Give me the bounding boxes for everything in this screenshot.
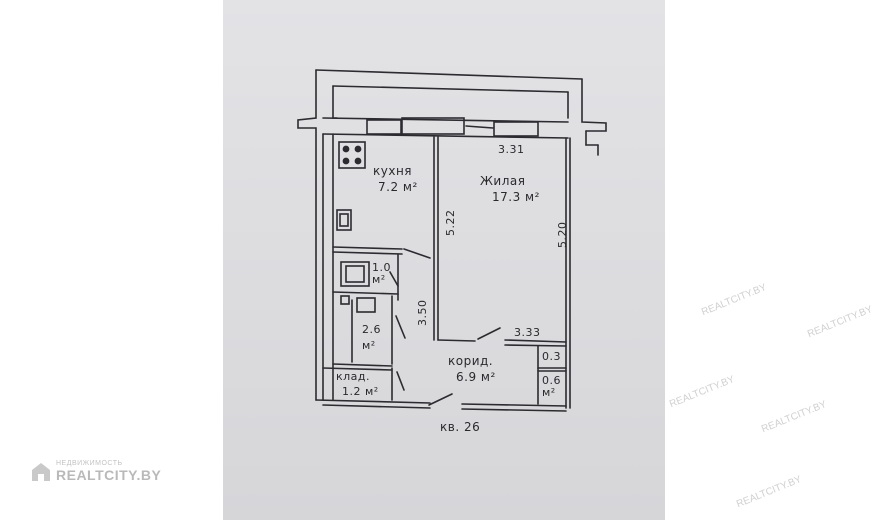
kitchen-sink-bowl: [339, 213, 349, 227]
watermark-brand-main: REALTCITY.BY: [56, 467, 162, 483]
window-wall-line-b: [322, 133, 569, 139]
kitchen-bottom-wall-b: [332, 251, 403, 255]
bottom-wall-right: [461, 403, 567, 407]
kitchen-sink: [336, 209, 352, 231]
wc-bottom-wall: [332, 363, 393, 367]
stove-burner: [354, 145, 362, 153]
living-height-dimension: 5.20: [556, 221, 569, 249]
top-width-dimension: 3.31: [498, 143, 525, 156]
wc-fixture: [356, 297, 376, 313]
bathroom-area-label: 1.0 м²: [372, 261, 391, 286]
entrance-door: [428, 393, 453, 406]
bottom-wall-right-b: [461, 408, 567, 412]
corridor-area-label: 6.9 м²: [456, 370, 496, 384]
storage-door: [396, 371, 405, 391]
kitchen-area-label: 7.2 м²: [378, 180, 418, 194]
corridor-height-dimension: 3.50: [416, 299, 429, 327]
living-bottom-wall: [437, 339, 476, 342]
storage-name-label: клад.: [336, 370, 371, 383]
outer-top-wall-inner: [332, 85, 569, 93]
kitchen-name-label: кухня: [373, 164, 413, 178]
closet-b-area-label: 0.6 м²: [542, 374, 561, 399]
living-bottom-wall-r: [504, 339, 567, 343]
bathtub: [340, 261, 370, 287]
watermark-brand-top: НЕДВИЖИМОСТЬ: [56, 460, 123, 467]
right-outer-wall: [581, 78, 607, 132]
house-icon: [32, 462, 50, 481]
wc-basin: [340, 295, 350, 305]
left-inner-wall: [332, 85, 338, 119]
window-living-a: [401, 117, 465, 135]
window-living-b: [493, 121, 539, 137]
bath-door: [389, 271, 399, 287]
kitchen-stove: [338, 141, 366, 169]
storage-area-label: 1.2 м²: [342, 385, 379, 398]
realtcity-watermark-logo: НЕДВИЖИМОСТЬ REALTCITY.BY: [30, 460, 161, 483]
toilet-area-label: 2.6 м²: [362, 323, 381, 352]
bottom-wall-left-b: [322, 404, 431, 409]
kitchen-door: [403, 248, 431, 259]
corridor-width-dimension: 3.33: [514, 326, 541, 339]
apartment-number-label: кв. 26: [440, 420, 481, 434]
corridor-name-label: корид.: [448, 354, 494, 368]
stove-burner: [354, 157, 362, 165]
outer-top-wall: [315, 69, 583, 80]
closet-a-area-label: 0.3: [542, 350, 561, 363]
living-door: [477, 327, 501, 340]
bathtub-inner: [345, 265, 365, 283]
kitchen-height-dimension: 5.22: [444, 209, 457, 237]
wc-door: [395, 315, 406, 339]
stove-burner: [342, 145, 350, 153]
kitchen-bottom-wall: [332, 246, 403, 250]
living-name-label: Жилая: [480, 174, 526, 188]
bath-bottom-wall: [332, 291, 399, 295]
plan-paper: [223, 0, 665, 520]
living-area-label: 17.3 м²: [492, 190, 540, 204]
living-bottom-wall-r-b: [504, 344, 567, 347]
stove-burner: [342, 157, 350, 165]
window-kitchen: [366, 119, 402, 135]
storage-top-wall: [322, 367, 393, 371]
window-living-sill: [465, 125, 494, 129]
left-outer-wall: [297, 69, 317, 401]
bottom-wall-left: [315, 399, 431, 404]
